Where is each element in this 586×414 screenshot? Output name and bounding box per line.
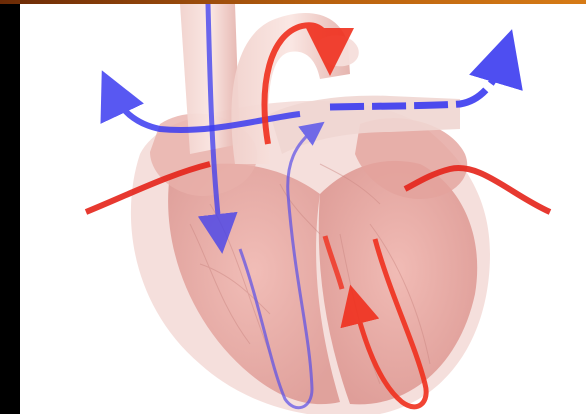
illustration-canvas [20,4,586,414]
right-ventricle [168,164,340,405]
heart-illustration [20,4,586,414]
left-black-border [0,4,20,414]
